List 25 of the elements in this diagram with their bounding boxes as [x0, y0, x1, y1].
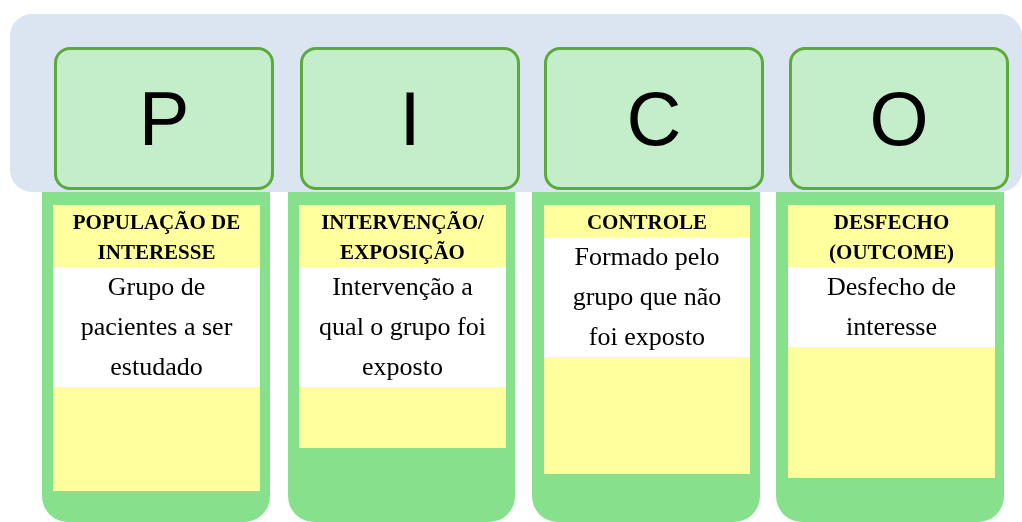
text-panel — [544, 205, 750, 474]
text-panel — [788, 205, 995, 478]
header-band — [10, 14, 1022, 192]
letter: O — [869, 75, 929, 162]
panel-description: Grupo de pacientes a ser estudado — [53, 267, 260, 387]
panel-description: Desfecho de interesse — [788, 267, 995, 347]
column-background — [288, 192, 515, 522]
text-panel — [299, 205, 506, 448]
panel-heading: INTERVENÇÃO/ EXPOSIÇÃO — [320, 209, 485, 266]
panel-description: Intervenção a qual o grupo foi exposto — [299, 267, 506, 387]
letter-card — [54, 47, 274, 190]
letter-card — [300, 47, 520, 190]
letter: I — [399, 75, 421, 162]
panel-heading: DESFECHO (OUTCOME) — [828, 209, 955, 266]
column-background — [42, 192, 270, 522]
letter: P — [138, 75, 190, 162]
column-background — [532, 192, 760, 522]
panel-heading: CONTROLE — [585, 209, 709, 236]
panel-heading: POPULAÇÃO DE INTERESSE — [71, 209, 242, 266]
letter-card — [544, 47, 764, 190]
text-panel — [53, 205, 260, 491]
column-background — [776, 192, 1004, 522]
letter-card — [789, 47, 1009, 190]
letter: C — [626, 75, 682, 162]
panel-description: Formado pelo grupo que não foi exposto — [544, 237, 750, 357]
